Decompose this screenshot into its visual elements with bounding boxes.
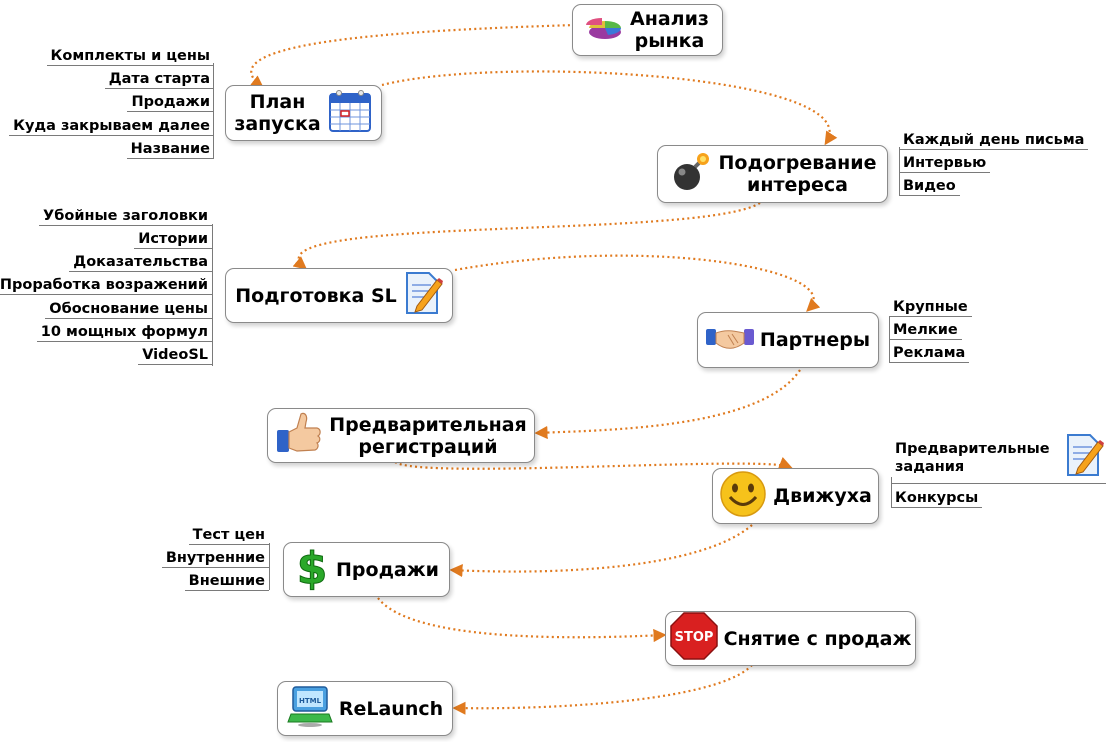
node-title: Партнеры: [759, 329, 871, 351]
node-warming-interest[interactable]: Подогревание интереса: [657, 145, 888, 203]
arrow-dvizhuha-to-sales: [449, 524, 753, 578]
node-title: ReLaunch: [338, 697, 444, 720]
leaf-plan-2[interactable]: Дата старта: [104, 70, 214, 89]
leaf-sales-1[interactable]: Тест цен: [188, 526, 269, 545]
thumbs-up-icon: [275, 410, 323, 461]
arrow-stop-to-relaunch: [452, 664, 753, 715]
leaf-plan-3[interactable]: Продажи: [127, 93, 214, 112]
leaf-sl-2[interactable]: Истории: [134, 230, 212, 249]
bracket-sl: [212, 224, 213, 366]
node-launch-plan[interactable]: План запуска: [225, 85, 382, 141]
node-sales[interactable]: $ Продажи: [283, 542, 450, 597]
node-title: Анализ рынка: [630, 8, 709, 52]
arrow-partners-to-prereg: [534, 369, 801, 440]
leaf-warmup-2[interactable]: Интервью: [899, 154, 991, 173]
leaf-partners-3[interactable]: Реклама: [889, 344, 970, 363]
node-title: Подогревание интереса: [718, 152, 877, 196]
document-pencil-icon: [403, 270, 443, 321]
node-title: Предварительная регистраций: [329, 413, 527, 458]
smiley-icon: [719, 470, 767, 523]
node-stop-sales[interactable]: STOP Снятие с продаж: [665, 611, 916, 666]
leaf-sl-6[interactable]: 10 мощных формул: [36, 323, 212, 342]
leaf-sales-2[interactable]: Внутренние: [161, 549, 269, 568]
leaf-warmup-3[interactable]: Видео: [899, 177, 960, 196]
bomb-icon: [669, 150, 713, 199]
bracket-plan: [213, 63, 214, 158]
leaf-plan-4[interactable]: Куда закрываем далее: [9, 117, 214, 136]
document-pencil-icon: [1064, 432, 1104, 483]
stop-sign-icon: STOP: [669, 612, 718, 665]
leaf-sales-3[interactable]: Внешние: [184, 572, 269, 591]
leaf-partners-2[interactable]: Мелкие: [889, 321, 962, 340]
bracket-sales: [269, 543, 270, 590]
leaf-sl-3[interactable]: Доказательства: [69, 253, 212, 272]
arrow-sales-to-stop: [377, 597, 667, 643]
node-market-analysis[interactable]: Анализ рынка: [572, 4, 723, 56]
svg-text:STOP: STOP: [674, 630, 713, 645]
node-prepare-sl[interactable]: Подготовка SL: [225, 268, 453, 323]
node-title: План запуска: [234, 91, 321, 135]
pie-chart-icon: [586, 13, 624, 48]
leaf-sl-4[interactable]: Проработка возражений: [0, 276, 212, 295]
svg-text:HTML: HTML: [299, 697, 322, 705]
node-title: Снятие с продаж: [723, 627, 912, 650]
arrow-prereg-to-dvizhuha: [394, 456, 793, 470]
leaf-partners-1[interactable]: Крупные: [889, 298, 972, 317]
leaf-sl-7[interactable]: VideoSL: [138, 346, 212, 365]
bracket-warmup: [899, 147, 900, 195]
calendar-icon: [327, 88, 373, 139]
bracket-dvizhuha: [891, 477, 892, 507]
arrow-sl-to-partners: [454, 254, 821, 312]
leaf-sl-5[interactable]: Обоснование цены: [45, 300, 212, 319]
node-title: Подготовка SL: [235, 284, 397, 307]
arrow-analysis-to-plan: [249, 23, 576, 89]
node-relaunch[interactable]: HTML ReLaunch: [277, 681, 453, 736]
leaf-warmup-1[interactable]: Каждый день письма: [899, 131, 1089, 150]
arrow-plan-to-warmup: [381, 70, 838, 146]
node-dvizhuha[interactable]: Движуха: [712, 468, 879, 524]
arrow-warmup-to-sl: [292, 202, 761, 270]
leaf-text: Предварительные задания: [895, 441, 1050, 475]
computer-icon: HTML: [287, 684, 333, 733]
leaf-dvizhuha-1[interactable]: Предварительные задания: [891, 434, 1106, 484]
dollar-icon: $: [294, 543, 330, 596]
leaf-dvizhuha-2[interactable]: Конкурсы: [891, 489, 983, 508]
node-pre-registration[interactable]: Предварительная регистраций: [267, 408, 535, 463]
leaf-sl-1[interactable]: Убойные заголовки: [39, 207, 212, 226]
svg-text:$: $: [297, 543, 328, 591]
node-partners[interactable]: Партнеры: [697, 312, 879, 368]
node-title: Продажи: [336, 558, 439, 581]
handshake-icon: [705, 321, 754, 360]
leaf-plan-5[interactable]: Название: [126, 140, 214, 159]
leaf-plan-1[interactable]: Комплекты и цены: [46, 47, 214, 66]
node-title: Движуха: [773, 485, 872, 507]
